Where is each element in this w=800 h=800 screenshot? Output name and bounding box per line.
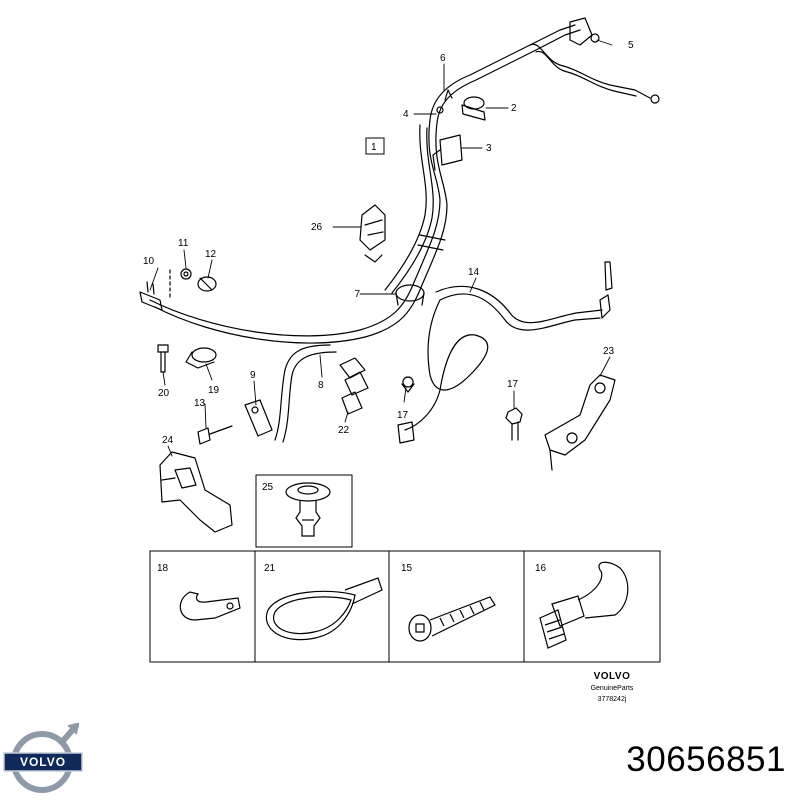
bracket-23 [544, 374, 616, 471]
callout-label: 24 [162, 435, 174, 446]
detail-row: 18 21 15 16 [149, 550, 661, 663]
callout-label: 8 [318, 380, 324, 391]
footer-genuine-parts: GenuineParts [591, 685, 634, 692]
detail-box-25: 25 [255, 474, 353, 548]
box-label: 25 [262, 482, 274, 493]
callout-label: 6 [440, 53, 446, 64]
callout-label: 17 [397, 410, 409, 421]
branch-cable-14 [397, 261, 613, 444]
callout-labels: 5 6 2 4 3 26 7 8 9 10 11 12 13 14 17 17 … [143, 40, 634, 446]
bolt-13 [197, 425, 233, 445]
footer-drawing-number: 3778242j [598, 696, 627, 703]
box-label: 16 [535, 563, 547, 574]
push-rivet-25 [285, 482, 331, 537]
cable-tie-21 [265, 577, 383, 641]
callout-label: 12 [205, 249, 217, 260]
volvo-logo: VOLVO [3, 722, 83, 793]
logo-wordmark: VOLVO [20, 755, 66, 769]
cap-12 [197, 276, 217, 292]
bolt-20 [157, 344, 169, 373]
callout-label: 14 [468, 267, 480, 278]
callout-label: 13 [194, 398, 206, 409]
callout-1-box: 1 [365, 137, 385, 155]
clip-19 [185, 347, 217, 369]
clip-22 [339, 357, 369, 415]
tie-mount-16 [539, 561, 629, 649]
fastener-11 [180, 268, 192, 280]
branch-left [139, 281, 163, 311]
box-label: 15 [401, 563, 413, 574]
p-clip-18 [179, 591, 241, 621]
callout-label: 9 [250, 370, 256, 381]
footer-brand: VOLVO GenuineParts 3778242j [591, 671, 634, 703]
nut-17a [401, 376, 415, 393]
callout-label: 11 [178, 238, 189, 249]
callout-label: 20 [158, 388, 170, 399]
callout-label: 1 [371, 142, 377, 153]
footer-brand-name: VOLVO [594, 671, 631, 682]
callout-label: 7 [354, 289, 360, 300]
box-label: 18 [157, 563, 169, 574]
leader-lines [149, 39, 613, 457]
callout-label: 26 [311, 222, 323, 233]
callout-label: 23 [603, 346, 615, 357]
main-cable-harness [149, 24, 660, 344]
callout-label: 2 [511, 103, 517, 114]
bracket-24 [159, 451, 233, 533]
branch-cable-9 [244, 344, 337, 443]
part-number: 30656851 [626, 740, 786, 779]
terminal-assembly [432, 17, 600, 171]
clip-26 [359, 204, 386, 263]
screw-15 [408, 596, 496, 642]
callout-label: 19 [208, 385, 220, 396]
callout-label: 10 [143, 256, 155, 267]
callout-label: 3 [486, 143, 492, 154]
nut-17b [505, 407, 523, 441]
callout-label: 4 [403, 109, 409, 120]
callout-label: 17 [507, 379, 519, 390]
callout-label: 22 [338, 425, 350, 436]
callout-label: 5 [628, 40, 634, 51]
box-label: 21 [264, 563, 276, 574]
